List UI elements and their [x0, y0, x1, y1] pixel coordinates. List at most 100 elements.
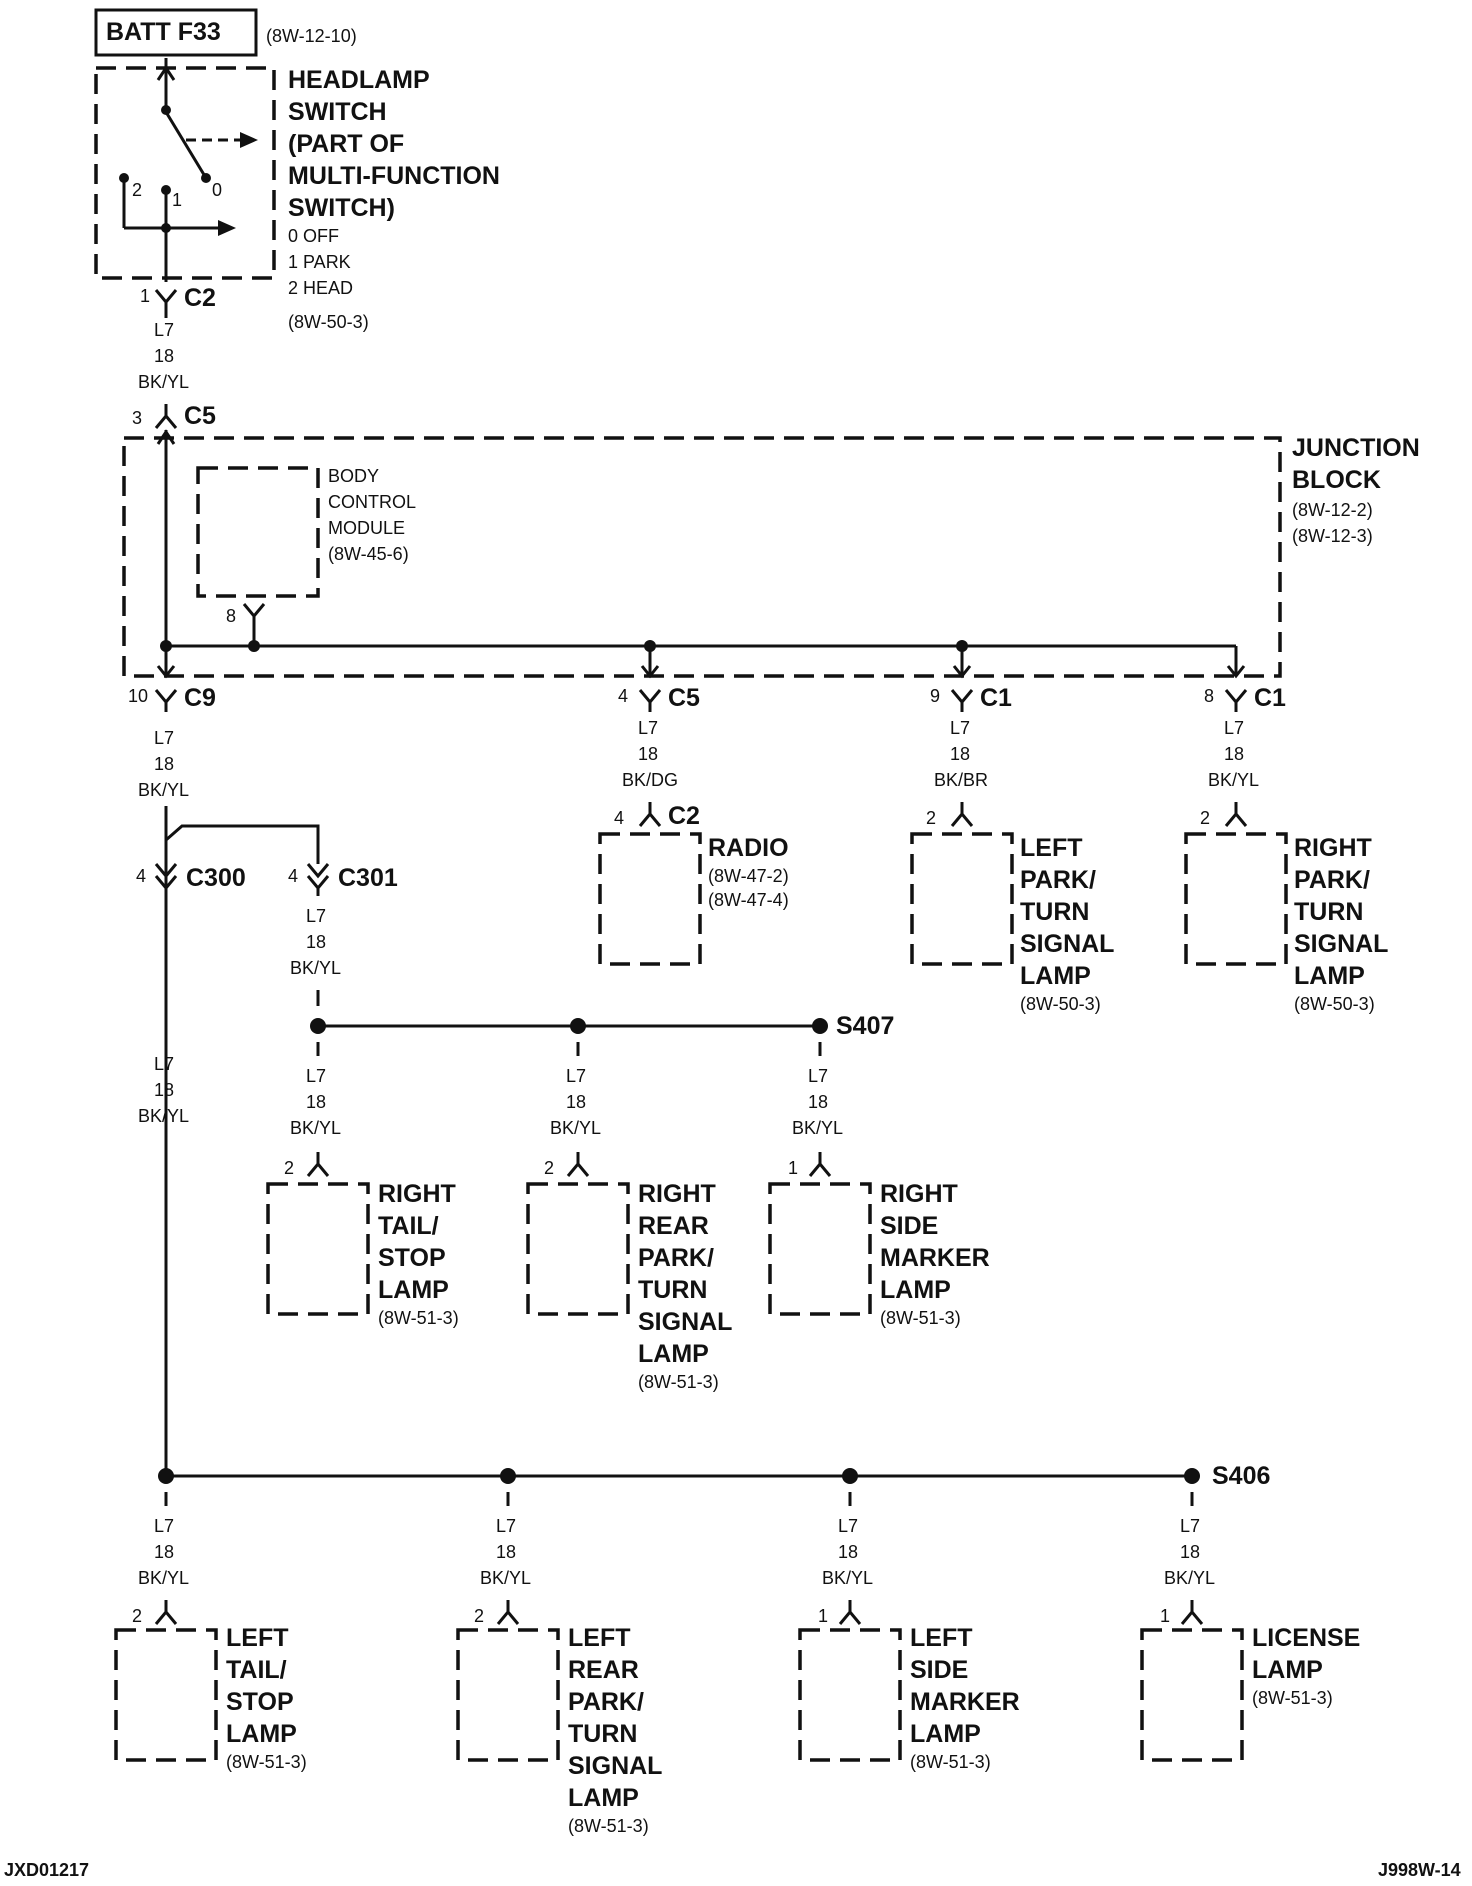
left-park-ref: (8W-50-3) — [1020, 994, 1101, 1014]
batt-ref: (8W-12-10) — [266, 26, 357, 46]
left-rear-line-5: SIGNAL — [568, 1752, 662, 1780]
svg-text:C5: C5 — [184, 402, 216, 430]
svg-text:1: 1 — [788, 1158, 798, 1178]
right-park-turn-box — [1184, 832, 1288, 966]
splice-s407 — [812, 1018, 828, 1034]
svg-text:1: 1 — [140, 286, 150, 306]
wire-gauge: 18 — [154, 1080, 174, 1100]
wire-color: BK/YL — [290, 958, 341, 978]
left-tail-stop-box — [114, 1628, 218, 1762]
right-tail-line-4: LAMP — [378, 1276, 449, 1304]
right-rear-park-pin: 2 — [544, 1152, 590, 1178]
left-side-marker-pin: 1 — [818, 1600, 862, 1626]
svg-text:10: 10 — [128, 686, 148, 706]
wire-gauge: 18 — [154, 754, 174, 774]
left-park-line-1: LEFT — [1020, 834, 1083, 862]
switch-title-5: SWITCH) — [288, 194, 395, 222]
right-tail-stop-box — [266, 1182, 370, 1316]
right-rear-line-5: SIGNAL — [638, 1308, 732, 1336]
wire-gauge: 18 — [838, 1542, 858, 1562]
wire-gauge: 18 — [1180, 1542, 1200, 1562]
connector-c1-right: 8 C1 — [1204, 684, 1286, 712]
footer-left: JXD01217 — [4, 1860, 89, 1880]
wire-circuit: L7 — [566, 1066, 586, 1086]
wire-circuit: L7 — [154, 320, 174, 340]
wire-gauge: 18 — [566, 1092, 586, 1112]
wire-gauge: 18 — [306, 932, 326, 952]
batt-label: BATT F33 — [106, 18, 221, 46]
connector-c5-top: 3 C5 — [132, 402, 216, 430]
splice-node — [158, 1468, 174, 1484]
wire-color: BK/YL — [138, 1568, 189, 1588]
svg-text:C2: C2 — [184, 284, 216, 312]
wire-circuit: L7 — [306, 906, 326, 926]
switch-title-3: (PART OF — [288, 130, 404, 158]
svg-text:C300: C300 — [186, 864, 246, 892]
wire-color: BK/YL — [822, 1568, 873, 1588]
switch-pos-head: 2 HEAD — [288, 278, 353, 298]
radio-ref-1: (8W-47-2) — [708, 866, 789, 886]
wire-color: BK/YL — [290, 1118, 341, 1138]
wire-gauge: 18 — [638, 744, 658, 764]
right-park-line-5: LAMP — [1294, 962, 1365, 990]
connector-c300: 4 C300 — [136, 863, 246, 892]
left-park-line-4: SIGNAL — [1020, 930, 1114, 958]
wire-color: BK/DG — [622, 770, 678, 790]
svg-text:C9: C9 — [184, 684, 216, 712]
left-tail-stop-pin: 2 — [132, 1600, 178, 1626]
footer-right: J998W-14 — [1378, 1860, 1461, 1880]
right-side-line-3: MARKER — [880, 1244, 990, 1272]
right-tail-line-1: RIGHT — [378, 1180, 456, 1208]
left-rear-park-pin: 2 — [474, 1600, 520, 1626]
left-rear-line-6: LAMP — [568, 1784, 639, 1812]
svg-text:3: 3 — [132, 408, 142, 428]
wire-color: BK/YL — [480, 1568, 531, 1588]
wire-circuit: L7 — [638, 718, 658, 738]
left-park-line-5: LAMP — [1020, 962, 1091, 990]
left-tail-ref: (8W-51-3) — [226, 1752, 307, 1772]
wire-gauge: 18 — [496, 1542, 516, 1562]
wire-gauge: 18 — [808, 1092, 828, 1112]
connector-c2-top: 1 C2 — [140, 284, 216, 312]
right-side-ref: (8W-51-3) — [880, 1308, 961, 1328]
left-rear-line-3: PARK/ — [568, 1688, 644, 1716]
svg-text:8: 8 — [226, 606, 236, 626]
wire-color: BK/YL — [1164, 1568, 1215, 1588]
left-tail-line-2: TAIL/ — [226, 1656, 287, 1684]
right-side-marker-pin: 1 — [788, 1152, 832, 1178]
connector-c301: 4 C301 — [288, 863, 398, 892]
splice-s406-label: S406 — [1212, 1462, 1270, 1490]
left-park-line-3: TURN — [1020, 898, 1089, 926]
svg-text:C1: C1 — [980, 684, 1012, 712]
right-park-line-1: RIGHT — [1294, 834, 1372, 862]
wire-circuit: L7 — [154, 728, 174, 748]
license-lamp-box — [1140, 1628, 1244, 1762]
junction-ref-2: (8W-12-3) — [1292, 526, 1373, 546]
svg-text:4: 4 — [618, 686, 628, 706]
left-park-turn-box — [910, 832, 1014, 966]
radio-box — [598, 832, 702, 966]
wire-circuit: L7 — [838, 1516, 858, 1536]
radio-label: RADIO — [708, 834, 789, 862]
left-side-line-2: SIDE — [910, 1656, 968, 1684]
wire-circuit: L7 — [950, 718, 970, 738]
wire-gauge: 18 — [154, 346, 174, 366]
right-rear-line-1: RIGHT — [638, 1180, 716, 1208]
radio-ref-2: (8W-47-4) — [708, 890, 789, 910]
right-park-line-2: PARK/ — [1294, 866, 1370, 894]
left-park-line-2: PARK/ — [1020, 866, 1096, 894]
left-side-ref: (8W-51-3) — [910, 1752, 991, 1772]
svg-text:2: 2 — [284, 1158, 294, 1178]
wire-gauge: 18 — [950, 744, 970, 764]
splice-node — [310, 1018, 326, 1034]
bcm-line-1: BODY — [328, 466, 379, 486]
splice-s406 — [1184, 1468, 1200, 1484]
license-line-2: LAMP — [1252, 1656, 1323, 1684]
wire-circuit: L7 — [808, 1066, 828, 1086]
svg-text:C1: C1 — [1254, 684, 1286, 712]
svg-text:2: 2 — [544, 1158, 554, 1178]
right-side-marker-box — [768, 1182, 872, 1316]
switch-pos-2: 2 — [132, 180, 142, 200]
switch-pos-park: 1 PARK — [288, 252, 351, 272]
svg-text:4: 4 — [288, 866, 298, 886]
